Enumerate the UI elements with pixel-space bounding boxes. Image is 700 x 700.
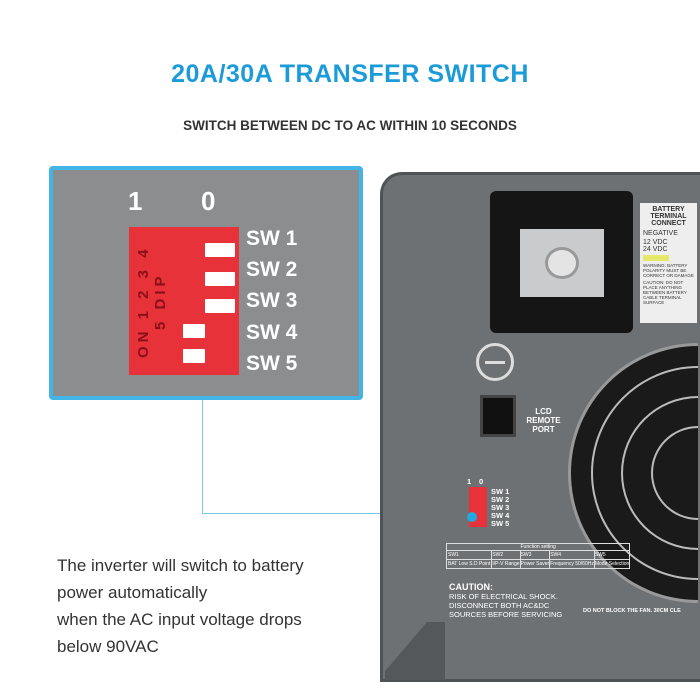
callout-dot <box>467 512 477 522</box>
sw2-label: SW 2 <box>246 258 298 281</box>
lcd-remote-port[interactable] <box>480 395 516 437</box>
negative-label: NEGATIVE <box>643 230 678 237</box>
position-1-label: 1 <box>128 186 143 216</box>
dip-switch-callout: 1 0 ON 1 2 3 4 5 DIP SW 1 SW 2 SW 3 SW 4… <box>49 166 363 400</box>
callout-connector-line <box>202 398 472 514</box>
small-pos0: 0 <box>479 477 484 486</box>
inverter-panel: BATTERY TERMINAL CONNECT NEGATIVE 12 VDC… <box>380 172 700 682</box>
subtitle: SWITCH BETWEEN DC TO AC WITHIN 10 SECOND… <box>183 118 517 133</box>
sw3-label: SW 3 <box>246 289 298 312</box>
sw4-label: SW 4 <box>246 321 298 344</box>
fan-notice: DO NOT BLOCK THE FAN. 30CM CLE <box>583 608 681 614</box>
dip-switch-2[interactable] <box>205 272 235 286</box>
bolt-icon <box>545 247 579 279</box>
battery-terminal <box>490 191 633 333</box>
caution-text: CAUTION: DO NOT PLACE ANYTHING BETWEEN B… <box>643 280 687 305</box>
description-line: power automatically <box>57 583 208 602</box>
dip-switch-1[interactable] <box>205 243 235 257</box>
port-label: LCD REMOTE PORT <box>526 407 561 434</box>
dip-printed-text: ON 1 2 3 4 5 DIP <box>135 245 169 358</box>
description-line: when the AC input voltage drops <box>57 610 302 629</box>
terminal-plate <box>520 229 604 297</box>
description-line: The inverter will switch to battery <box>57 556 304 575</box>
voltage-24: 24 VDC <box>643 246 668 253</box>
warning-text: WARNING: BATTERY POLARITY MUST BE CORREC… <box>643 263 694 278</box>
position-0-label: 0 <box>201 186 216 216</box>
battery-label: BATTERY TERMINAL CONNECT NEGATIVE 12 VDC… <box>640 203 697 323</box>
voltage-12: 12 VDC <box>643 239 668 246</box>
battery-label-title: BATTERY TERMINAL CONNECT <box>650 206 687 227</box>
description-line: below 90VAC <box>57 637 159 656</box>
caution-notice: CAUTION: RISK OF ELECTRICAL SHOCK.DISCON… <box>449 582 563 620</box>
sw1-label: SW 1 <box>246 227 298 250</box>
dip-switch: ON 1 2 3 4 5 DIP <box>129 227 239 375</box>
power-button[interactable] <box>476 343 514 381</box>
dip-switch-4[interactable] <box>183 324 205 338</box>
description: The inverter will switch to battery powe… <box>57 552 304 660</box>
dip-switch-5[interactable] <box>183 349 205 363</box>
page-title: 20A/30A TRANSFER SWITCH <box>171 60 529 88</box>
small-pos1: 1 <box>467 477 472 486</box>
dip-switch-3[interactable] <box>205 299 235 313</box>
sw5-label: SW 5 <box>246 352 298 375</box>
